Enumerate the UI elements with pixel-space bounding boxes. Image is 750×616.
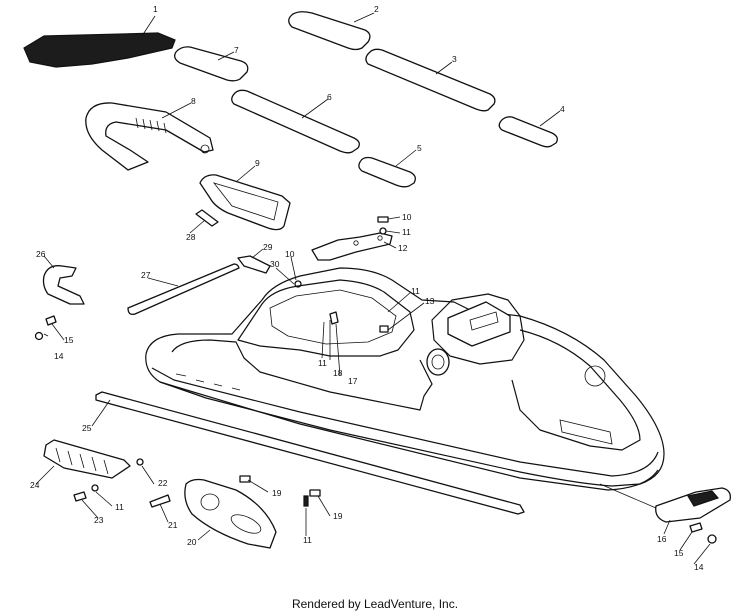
callout-9: 9 — [255, 158, 260, 168]
hull-waterline — [159, 381, 659, 491]
part-14-nut — [34, 331, 44, 341]
callout-26: 26 — [36, 249, 46, 259]
part-15-screw — [45, 315, 57, 326]
callout-14: 14 — [54, 351, 64, 361]
part-14-nut-right — [707, 534, 717, 544]
callout-28: 28 — [186, 232, 196, 242]
part-20-vent-panel — [184, 478, 277, 549]
part-11-washer — [379, 227, 387, 235]
part-12-bracket — [311, 232, 393, 261]
part-3-pad — [365, 48, 496, 112]
callout-23: 23 — [94, 515, 104, 525]
hull-outline — [145, 267, 665, 487]
callout-6: 6 — [327, 92, 332, 102]
callout-4: 4 — [560, 104, 565, 114]
callout-19: 19 — [272, 488, 282, 498]
part-7-pad — [174, 46, 249, 82]
part-5-pad — [358, 156, 416, 188]
hull-intake — [426, 348, 450, 376]
callout-10: 10 — [402, 212, 412, 222]
part-23-screw — [73, 491, 87, 502]
part-1-mat — [23, 32, 176, 68]
callout-5: 5 — [417, 143, 422, 153]
callout-17: 17 — [348, 376, 358, 386]
callout-2: 2 — [374, 4, 379, 14]
callout-3: 3 — [452, 54, 457, 64]
part-6-pad — [231, 89, 360, 154]
hull-seat-inner — [269, 289, 397, 345]
hull-footwell — [171, 339, 433, 411]
callout-15: 15 — [64, 335, 74, 345]
part-27-rod — [127, 263, 240, 316]
callout-27: 27 — [141, 270, 151, 280]
part-8-vents — [135, 117, 167, 134]
part-9-tray-inner — [212, 182, 279, 221]
callout-16: 16 — [657, 534, 667, 544]
hull-seat — [237, 279, 415, 357]
part-21-screw — [149, 494, 171, 508]
callout-11-c: 11 — [318, 358, 327, 368]
callout-11: 11 — [402, 227, 411, 237]
callout-11-b: 11 — [411, 286, 420, 296]
callout-20: 20 — [187, 537, 197, 547]
leader-lines — [35, 12, 711, 565]
footer-credit: Rendered by LeadVenture, Inc. — [291, 597, 459, 611]
callout-7: 7 — [234, 45, 239, 55]
callout-30: 30 — [270, 259, 280, 269]
hull-gunwale — [151, 367, 659, 477]
part-24-deflector — [43, 439, 131, 479]
callout-1: 1 — [153, 4, 158, 14]
hull-bow-deck — [511, 329, 641, 451]
part-28-clip — [195, 209, 219, 227]
part-2-pad — [288, 11, 371, 51]
callout-11-e: 11 — [303, 535, 312, 545]
part-11-nut-mid — [379, 325, 389, 333]
hull-display — [447, 301, 511, 347]
part-25-rail — [95, 391, 525, 515]
callout-25: 25 — [82, 423, 92, 433]
callout-14-b: 14 — [694, 562, 704, 572]
callout-10-b: 10 — [285, 249, 295, 259]
callout-12: 12 — [398, 243, 408, 253]
callout-18: 18 — [333, 368, 343, 378]
callout-13: 13 — [425, 296, 435, 306]
part-22-washer — [136, 458, 144, 466]
callout-29: 29 — [263, 242, 273, 252]
callout-24: 24 — [30, 480, 40, 490]
part-15-screw-right — [689, 522, 703, 533]
part-26-bracket — [42, 265, 85, 305]
callout-19-b: 19 — [333, 511, 343, 521]
part-19-screw-b — [309, 489, 321, 497]
part-19-screw-a — [239, 475, 251, 483]
callout-11-d: 11 — [115, 502, 124, 512]
callout-15-b: 15 — [674, 548, 684, 558]
part-29-fitting — [237, 255, 271, 274]
part-8-eyelet — [200, 144, 210, 154]
callout-8: 8 — [191, 96, 196, 106]
part-9-tray — [199, 174, 291, 231]
callout-21: 21 — [168, 520, 178, 530]
callout-22: 22 — [158, 478, 168, 488]
part-11-washer-left — [91, 484, 99, 492]
part-4-pad — [498, 116, 558, 148]
hull-console — [431, 293, 525, 365]
part-10-screw — [377, 216, 389, 223]
part-17-screw — [329, 311, 339, 325]
part-8-handle — [85, 102, 214, 171]
part-11-grommet — [303, 495, 309, 507]
